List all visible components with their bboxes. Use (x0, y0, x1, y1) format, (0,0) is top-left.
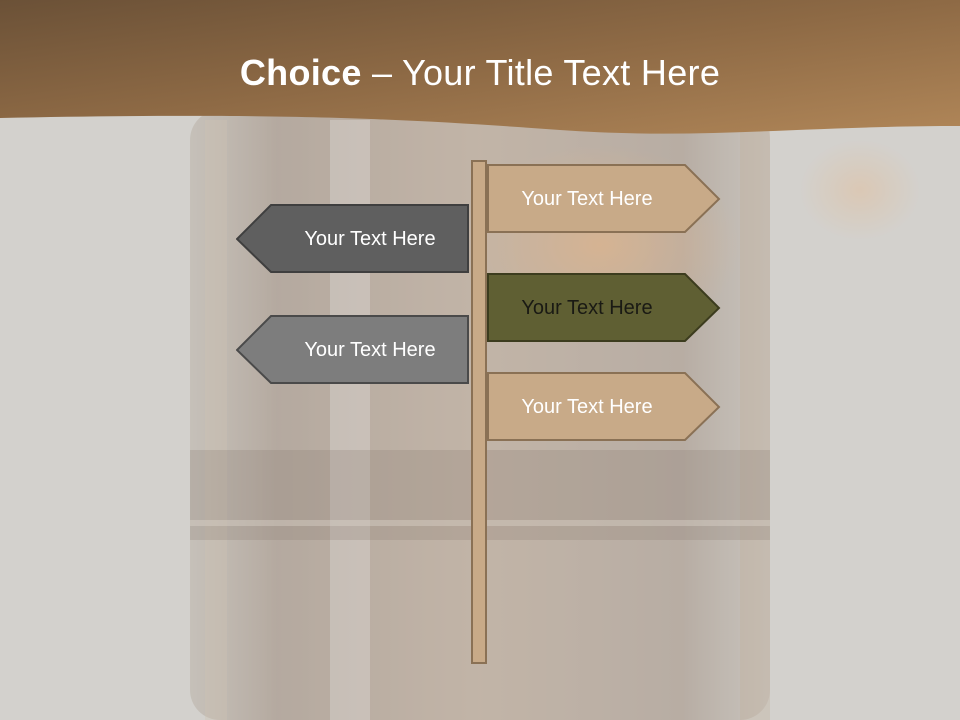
signpost-arrow-left[interactable]: Your Text Here (236, 204, 470, 274)
sign-arrow-shape (487, 273, 721, 342)
sign-arrow-shape (236, 315, 469, 384)
sign-label: Your Text Here (304, 338, 436, 361)
title-separator: – (361, 52, 402, 93)
sign-label: Your Text Here (521, 296, 653, 319)
signpost-arrow-right[interactable]: Your Text Here (487, 273, 721, 343)
title-bold: Choice (239, 52, 362, 93)
sign-arrow-shape (487, 164, 721, 233)
sign-label: Your Text Here (521, 187, 653, 210)
signpost-arrow-left[interactable]: Your Text Here (236, 315, 470, 385)
sign-arrow-shape (487, 372, 721, 441)
signpost-arrow-right[interactable]: Your Text Here (487, 372, 721, 442)
sign-label: Your Text Here (521, 395, 653, 418)
slide-title: Choice – Your Title Text Here (0, 52, 960, 94)
title-rest: Your Title Text Here (401, 52, 721, 93)
sign-label: Your Text Here (304, 227, 436, 250)
signpost-pole (471, 160, 487, 664)
sign-arrow-shape (236, 204, 469, 273)
signpost-arrow-right[interactable]: Your Text Here (487, 164, 721, 234)
